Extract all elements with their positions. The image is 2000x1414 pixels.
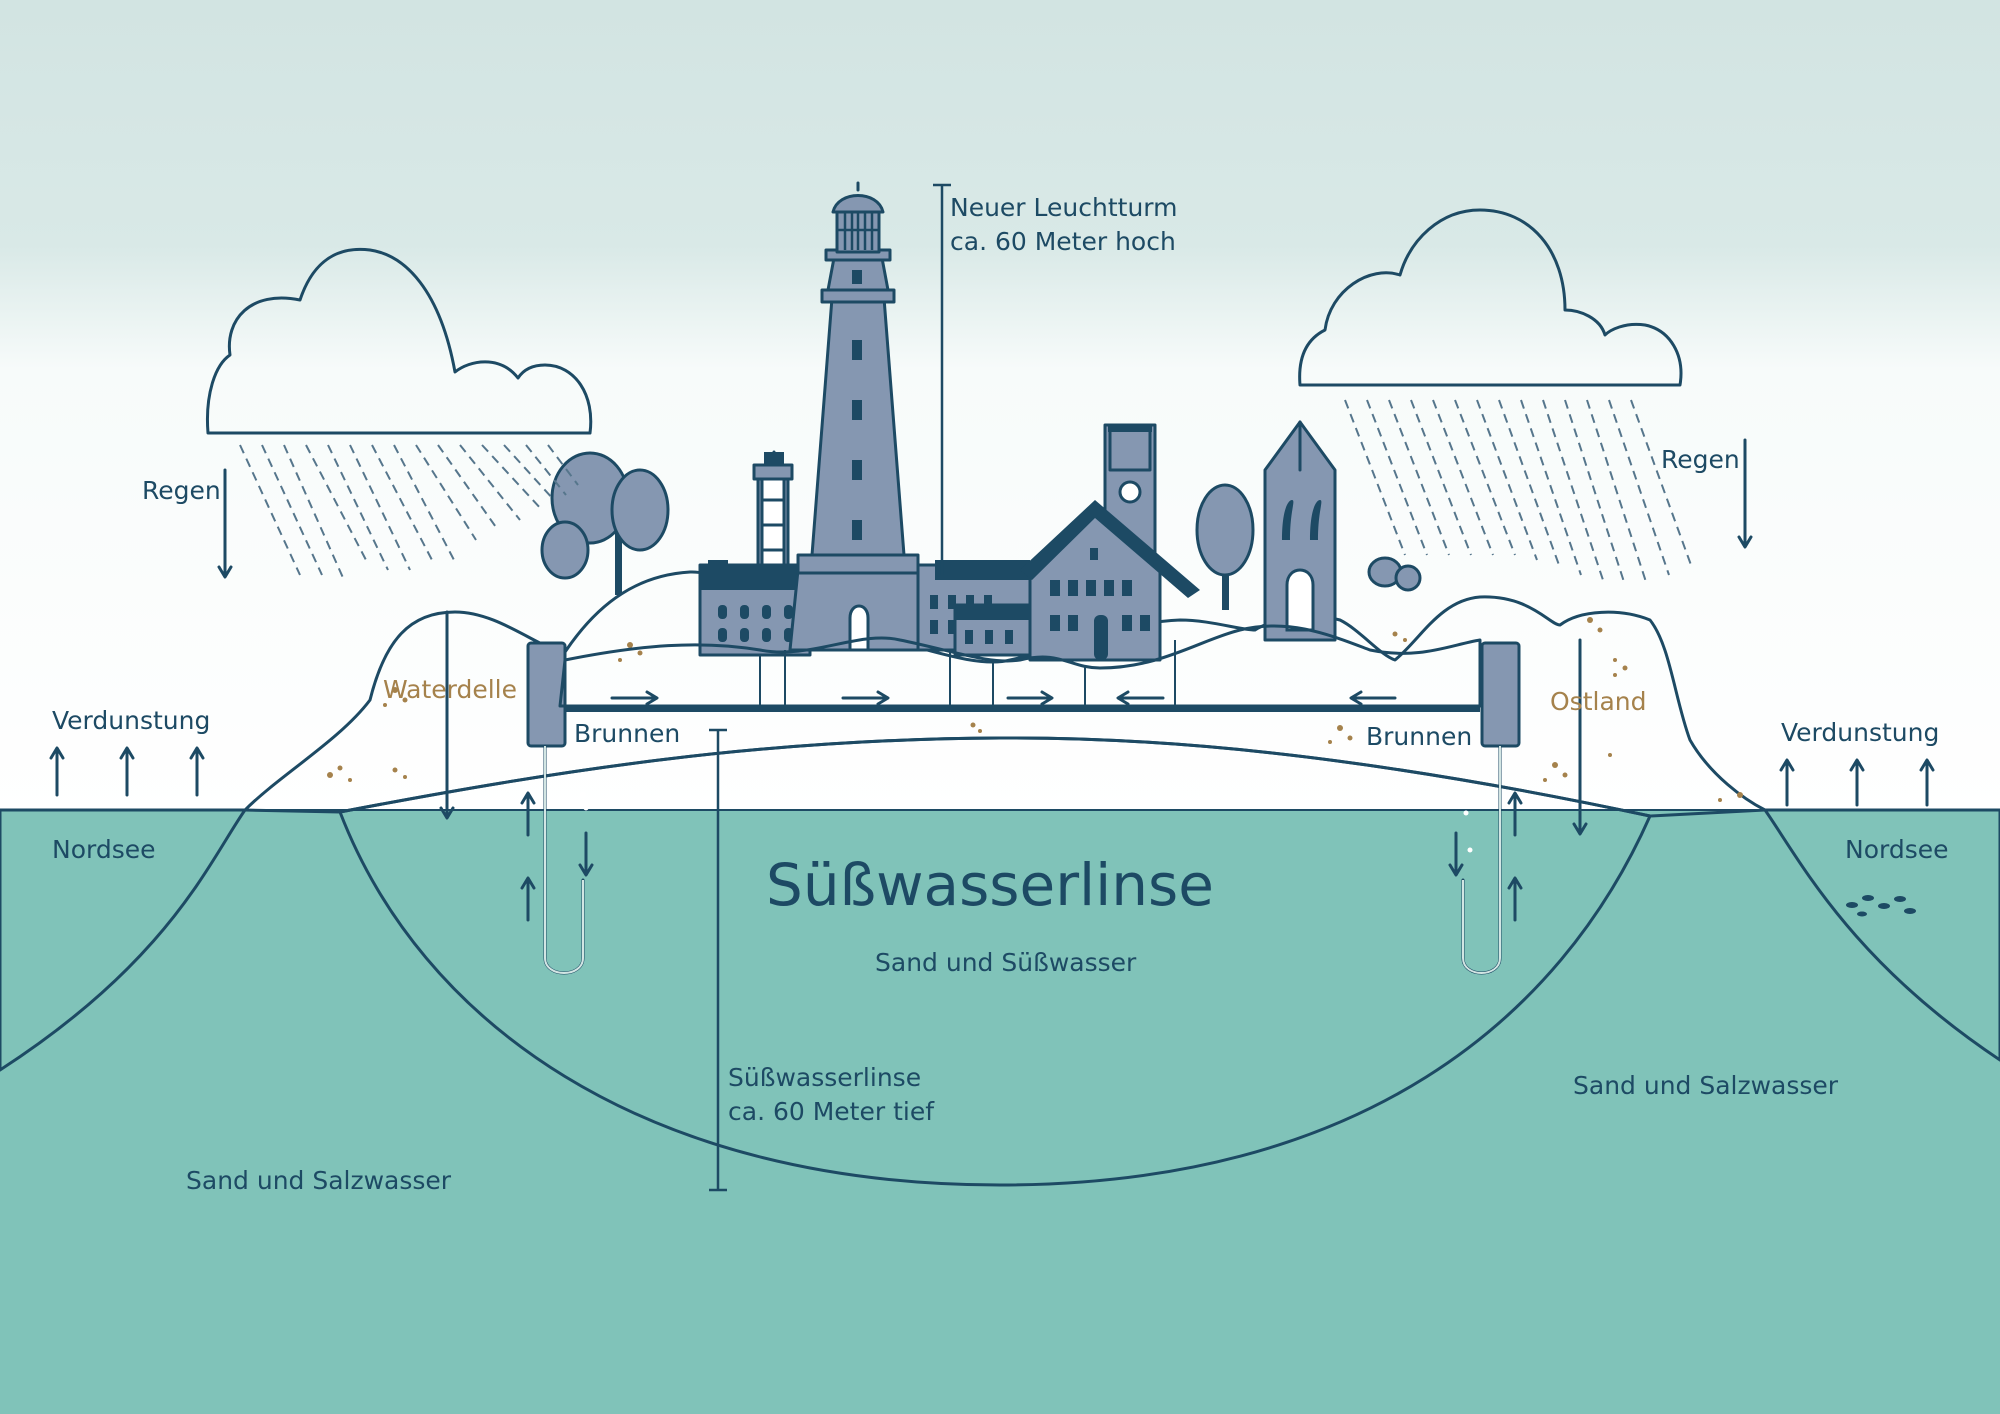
well-right — [1461, 641, 1521, 975]
rain-icon — [239, 444, 579, 581]
arrow-up-icon — [1849, 758, 1865, 807]
lighthouse-icon — [788, 181, 928, 652]
height-measure — [933, 183, 951, 575]
lens-title: Süßwasserlinse — [766, 851, 1214, 919]
arrow-right-icon — [1006, 690, 1054, 706]
arrow-down-icon — [217, 468, 233, 579]
saltwater-right-label: Sand und Salzwasser — [1573, 1071, 1839, 1100]
evaporation-right-label: Verdunstung — [1781, 718, 1939, 747]
arrow-right-icon — [841, 690, 890, 706]
sea-right-label: Nordsee — [1845, 835, 1949, 864]
arrow-up-icon — [520, 876, 536, 922]
arrow-down-icon — [439, 610, 455, 820]
well-flow-arrows — [520, 791, 1523, 922]
tree-icon — [1195, 483, 1255, 610]
depth-title-label: Süßwasserlinse — [728, 1063, 921, 1092]
arrow-left-icon — [1349, 690, 1397, 706]
evaporation-left-label: Verdunstung — [52, 706, 210, 735]
bush-icon — [1367, 556, 1422, 592]
rain-icon — [1344, 399, 1692, 586]
depth-value-label: ca. 60 Meter tief — [728, 1097, 935, 1126]
sky — [0, 0, 2000, 820]
sand-speckles — [327, 617, 1743, 802]
front-dune — [558, 624, 1482, 708]
town-hall — [1020, 423, 1200, 662]
sea-left-label: Nordsee — [52, 835, 156, 864]
arrow-up-icon — [119, 746, 135, 797]
arrow-down-icon — [1737, 438, 1753, 549]
arrow-down-icon — [578, 831, 594, 877]
water-bubbles — [580, 792, 1473, 853]
fish-icon — [1846, 895, 1916, 917]
area-east-label: Ostland — [1550, 687, 1646, 716]
depth-measure — [709, 728, 727, 1192]
arrow-up-icon — [1507, 876, 1523, 922]
saltwater-left-label: Sand und Salzwasser — [186, 1166, 452, 1195]
lighthouse-title-label: Neuer Leuchtturm — [950, 193, 1177, 222]
rain-right-label: Regen — [1661, 445, 1740, 474]
arrow-down-icon — [1572, 638, 1588, 836]
area-west-label: Waterdelle — [383, 675, 517, 704]
cloud-icon — [1298, 208, 1683, 387]
arrow-up-icon — [1919, 758, 1935, 807]
building-center — [916, 560, 1035, 657]
evaporation-arrows-left — [49, 746, 205, 797]
well-left-label: Brunnen — [574, 719, 680, 748]
evaporation-arrows-right — [1779, 758, 1935, 807]
well-pipe — [560, 706, 1480, 712]
pipe-supports — [759, 640, 1176, 706]
arrow-right-icon — [610, 690, 659, 706]
rain-left-label: Regen — [142, 476, 221, 505]
sea-right — [1763, 808, 2000, 1062]
arrow-up-icon — [520, 791, 536, 837]
arrow-up-icon — [1779, 758, 1795, 807]
church-ruin-icon — [1263, 420, 1337, 642]
lighthouse-height-label: ca. 60 Meter hoch — [950, 227, 1176, 256]
arrow-up-icon — [1507, 791, 1523, 837]
arrow-up-icon — [49, 746, 65, 797]
lens-subtitle: Sand und Süßwasser — [875, 948, 1137, 977]
arrow-up-icon — [189, 746, 205, 797]
old-lighthouse — [752, 450, 794, 570]
sea-left — [0, 808, 247, 1072]
well-right-label: Brunnen — [1366, 722, 1472, 751]
arrow-left-icon — [1116, 690, 1165, 706]
flow-arrows — [610, 690, 1397, 706]
town-buildings — [540, 181, 1422, 662]
well-left — [526, 641, 585, 975]
cloud-icon — [205, 247, 593, 435]
arrow-down-icon — [1448, 831, 1464, 877]
